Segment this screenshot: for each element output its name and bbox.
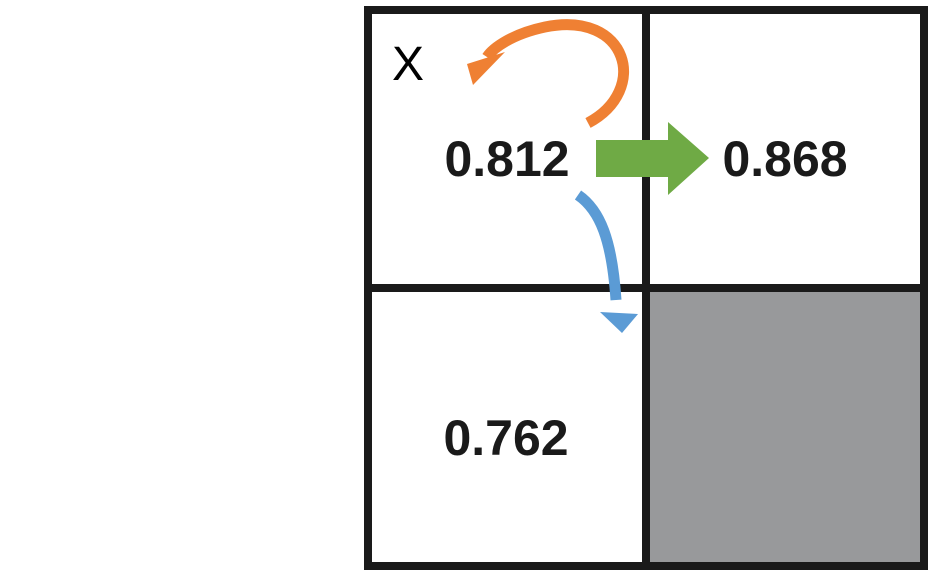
cell-value-top-right: 0.868 [722,131,847,187]
cell-value-top-left: 0.812 [444,131,569,187]
stay-arrow [467,19,630,128]
down-arrow-shaft [574,190,622,301]
down-arrow-head [600,312,638,333]
stay-arrow-head [467,52,505,85]
right-arrow [596,122,709,195]
down-arrow [574,190,638,333]
right-arrow-shape [596,122,709,195]
stay-arrow-shaft [482,19,630,128]
state-marker-x: X [392,38,424,91]
cell-value-bottom-left: 0.762 [443,410,568,466]
blocked-cell [646,288,924,566]
